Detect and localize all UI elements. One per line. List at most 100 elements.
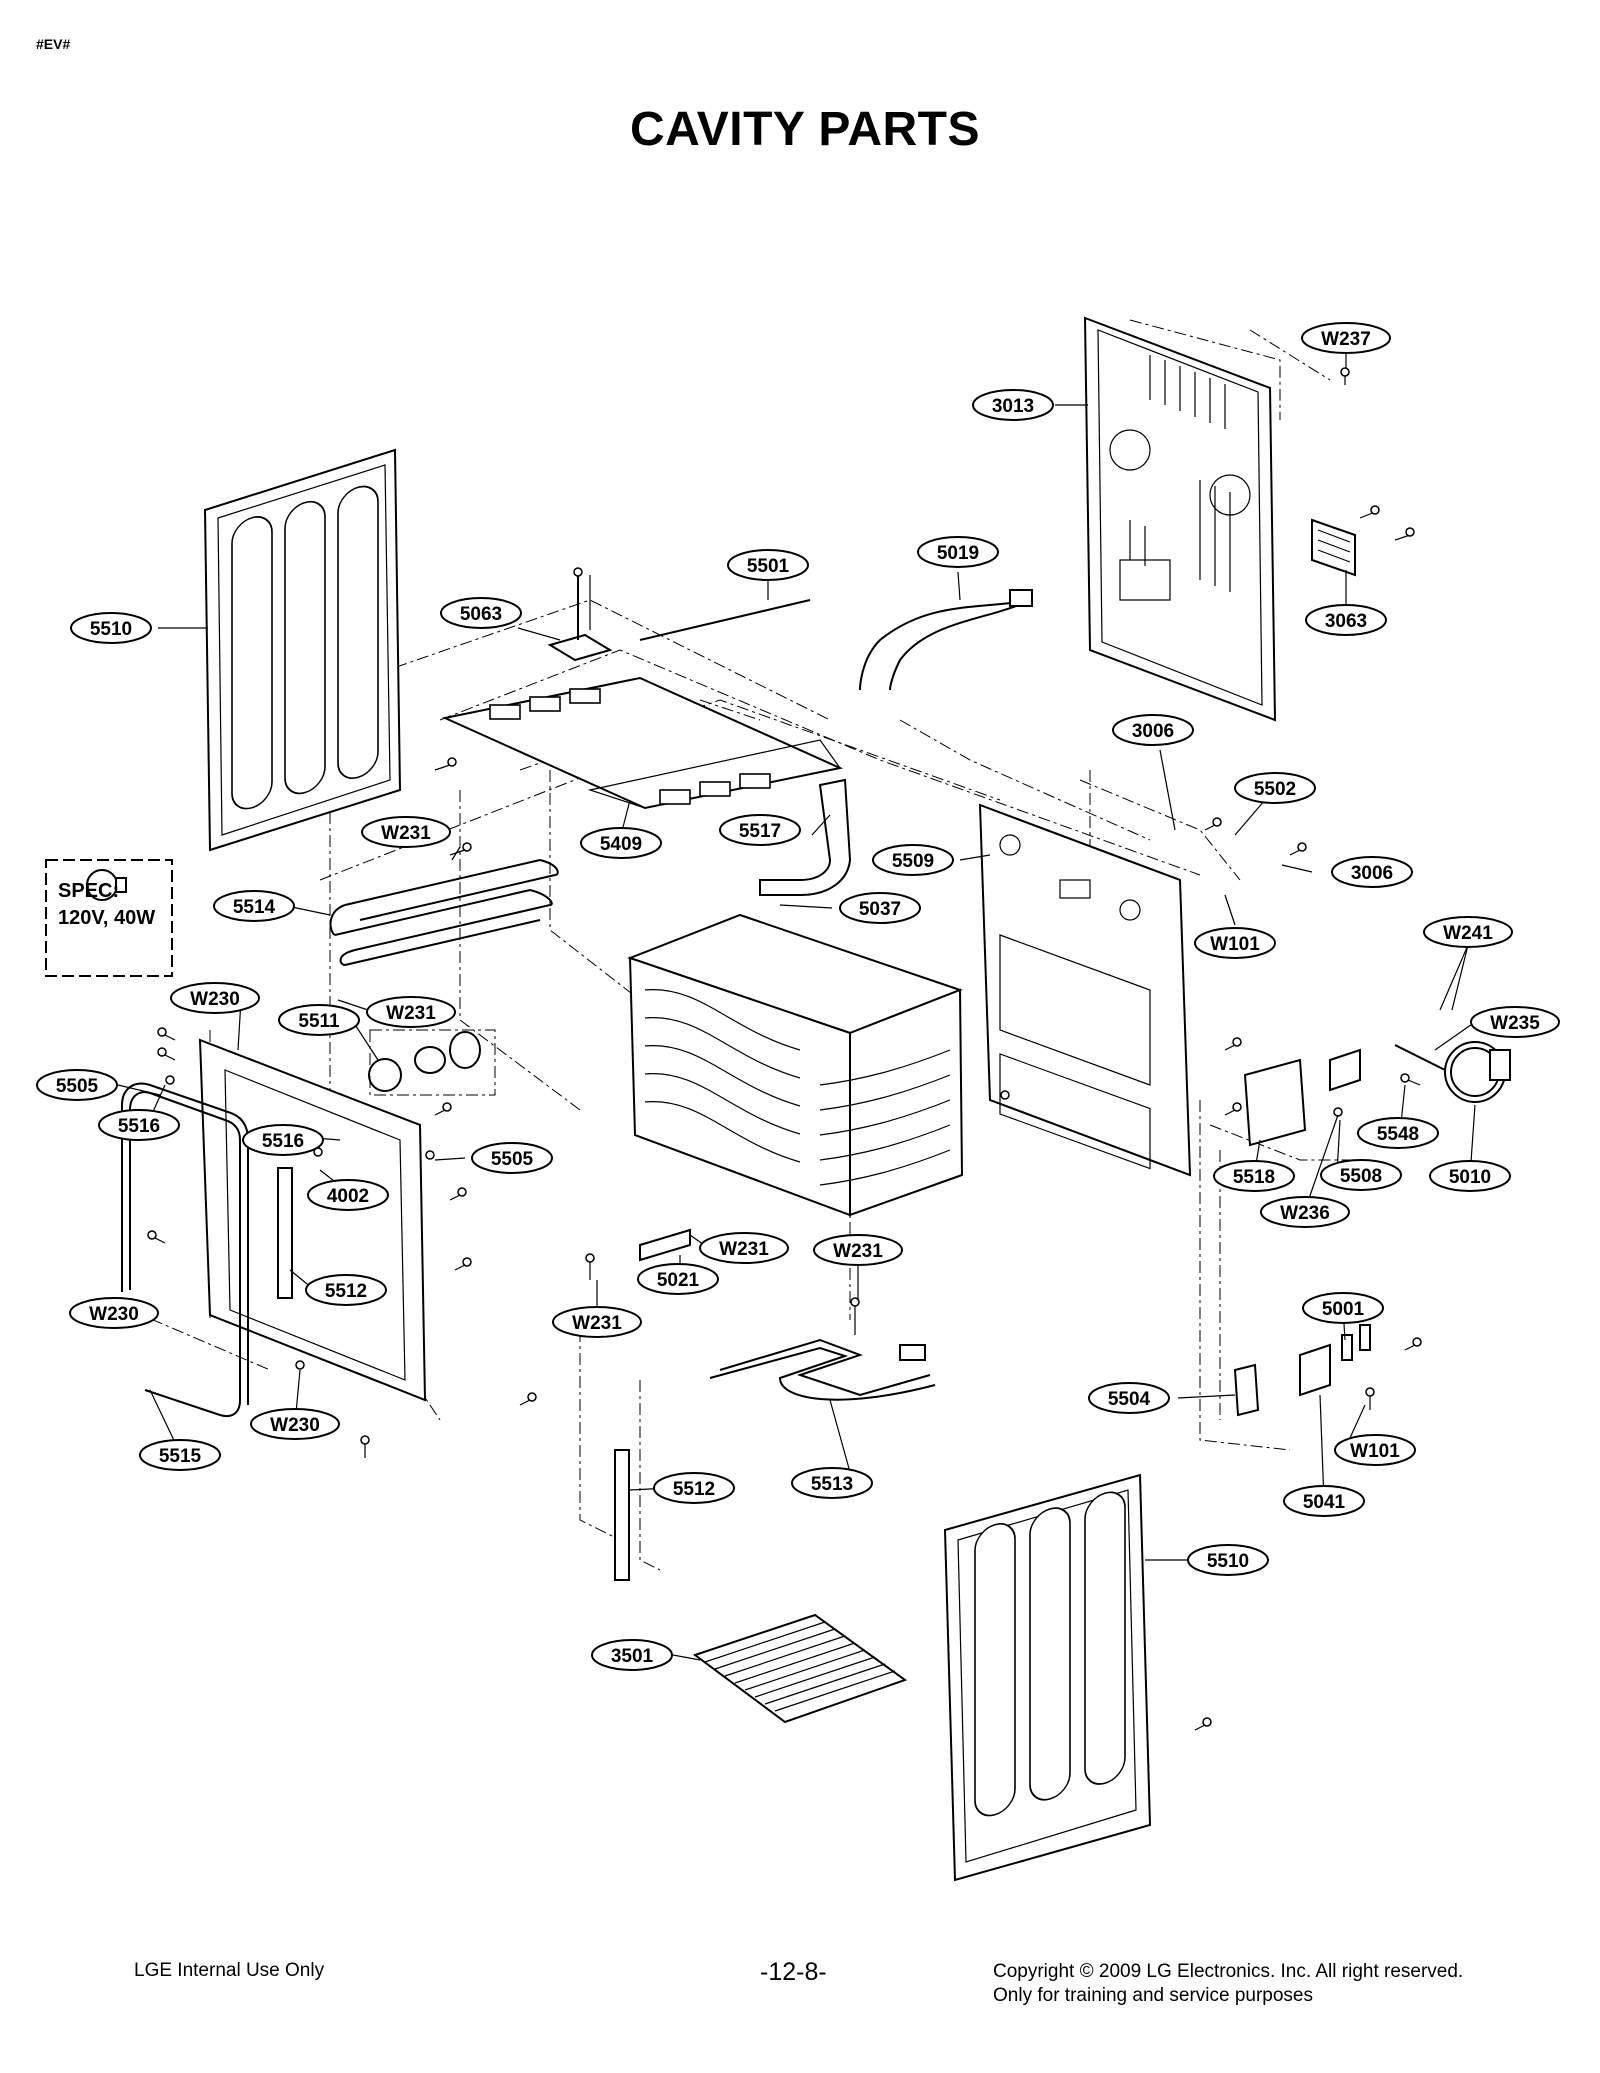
element-bracket: [639, 1228, 691, 1262]
copyright-line: Copyright © 2009 LG Electronics. Inc. Al…: [993, 1961, 1464, 1982]
callout-oval: [36, 1069, 118, 1101]
training-line: Only for training and service purposes: [993, 1985, 1313, 2006]
callout-oval: [791, 1467, 873, 1499]
callout-label: 5037: [859, 899, 901, 920]
oven-lamp: [368, 1029, 496, 1096]
callout-oval: [1194, 927, 1276, 959]
callout-label: W231: [381, 823, 431, 844]
callout-w230a: W230: [170, 982, 260, 1014]
callout-5041: 5041: [1283, 1485, 1365, 1517]
callout-label: 3063: [1325, 611, 1367, 632]
callout-oval: [278, 1004, 360, 1036]
callout-w235: W235: [1470, 1006, 1560, 1038]
footer-internal-use: LGE Internal Use Only: [134, 1960, 325, 1981]
callout-oval: [1213, 1160, 1295, 1192]
callout-oval: [653, 1472, 735, 1504]
door-hinge-upper: [277, 1167, 293, 1299]
footer-copyright: Copyright © 2009 LG Electronics. Inc. Al…: [993, 1960, 1463, 2008]
callout-w231b: W231: [366, 996, 456, 1028]
front-frame: [198, 1038, 427, 1402]
door-hinge-lower: [614, 1449, 630, 1581]
rear-panel: [1083, 316, 1277, 722]
callout-5517: 5517: [719, 814, 801, 846]
callout-oval: [242, 1124, 324, 1156]
callout-oval: [1260, 1196, 1350, 1228]
oven-cavity: [627, 913, 964, 1217]
callout-oval: [305, 1274, 387, 1306]
callout-5512a: 5512: [305, 1274, 387, 1306]
callout-label: W231: [572, 1313, 622, 1334]
callout-label: 5063: [460, 604, 502, 625]
footer-page-number: -12-8-: [760, 1958, 827, 1986]
callout-oval: [1334, 1434, 1416, 1466]
callout-5019: 5019: [917, 536, 999, 568]
callout-5512b: 5512: [653, 1472, 735, 1504]
document-tag: #EV#: [36, 36, 71, 52]
leader-lines: [113, 350, 1476, 1661]
callout-label: 3006: [1351, 863, 1393, 884]
callout-5409: 5409: [580, 827, 662, 859]
callout-oval: [1470, 1006, 1560, 1038]
callout-oval: [1305, 604, 1387, 636]
callout-oval: [250, 1408, 340, 1440]
callout-label: 5510: [1207, 1551, 1249, 1572]
callout-label: 5010: [1449, 1167, 1491, 1188]
switch-bracket: [1233, 1324, 1371, 1417]
spec-box: [45, 859, 173, 977]
callout-oval: [1423, 916, 1513, 948]
callout-label: 5509: [892, 851, 934, 872]
callout-label: 3006: [1132, 721, 1174, 742]
callout-label: W231: [719, 1239, 769, 1260]
callout-label: 5505: [56, 1076, 99, 1097]
callout-5505b: 5505: [471, 1142, 553, 1174]
terminal-block: [1243, 1048, 1361, 1147]
callout-oval: [70, 612, 152, 644]
callout-4002: 4002: [307, 1179, 389, 1211]
callout-w101a: W101: [1194, 927, 1276, 959]
callout-5516a: 5516: [98, 1109, 180, 1141]
callout-oval: [1112, 714, 1194, 746]
callout-oval: [972, 389, 1054, 421]
callout-label: 5501: [747, 556, 790, 577]
callout-label: W230: [190, 989, 240, 1010]
callout-label: 5001: [1322, 1299, 1365, 1320]
oven-rack: [692, 1613, 908, 1724]
callout-label: 5516: [262, 1131, 304, 1152]
callout-3501: 3501: [591, 1639, 673, 1671]
callout-5001: 5001: [1302, 1292, 1384, 1324]
callout-5021: 5021: [637, 1263, 719, 1295]
callout-oval: [1301, 322, 1391, 354]
callout-5510a: 5510: [70, 612, 152, 644]
callout-label: 5508: [1340, 1166, 1382, 1187]
callout-5505a: 5505: [36, 1069, 118, 1101]
broil-element: [329, 859, 559, 966]
callout-5037: 5037: [839, 892, 921, 924]
callout-label: 5514: [233, 897, 276, 918]
callout-label: 5512: [325, 1281, 367, 1302]
callout-oval: [727, 549, 809, 581]
vent-cover: [1311, 518, 1356, 577]
callout-w241: W241: [1423, 916, 1513, 948]
door-gasket: [121, 1082, 249, 1418]
callout-oval: [98, 1109, 180, 1141]
callout-oval: [637, 1263, 719, 1295]
callout-label: 5409: [600, 834, 642, 855]
top-heat-shield: [441, 676, 844, 810]
page-title: CAVITY PARTS: [629, 103, 981, 156]
callout-oval: [872, 844, 954, 876]
air-duct: [759, 778, 852, 896]
callout-label: 5517: [739, 821, 781, 842]
callout-label: 5019: [937, 543, 979, 564]
callout-oval: [361, 816, 451, 848]
callout-5502: 5502: [1234, 772, 1316, 804]
screws: [147, 367, 1422, 1731]
callout-w236: W236: [1260, 1196, 1350, 1228]
callout-label: W236: [1280, 1203, 1330, 1224]
spec-value: 120V, 40W: [58, 907, 156, 929]
callout-label: W230: [89, 1304, 139, 1325]
callout-label: W230: [270, 1415, 320, 1436]
callout-label: W231: [833, 1241, 883, 1262]
callout-label: 5516: [118, 1116, 160, 1137]
power-cord: [1394, 1041, 1511, 1103]
callout-label: W241: [1443, 923, 1493, 944]
